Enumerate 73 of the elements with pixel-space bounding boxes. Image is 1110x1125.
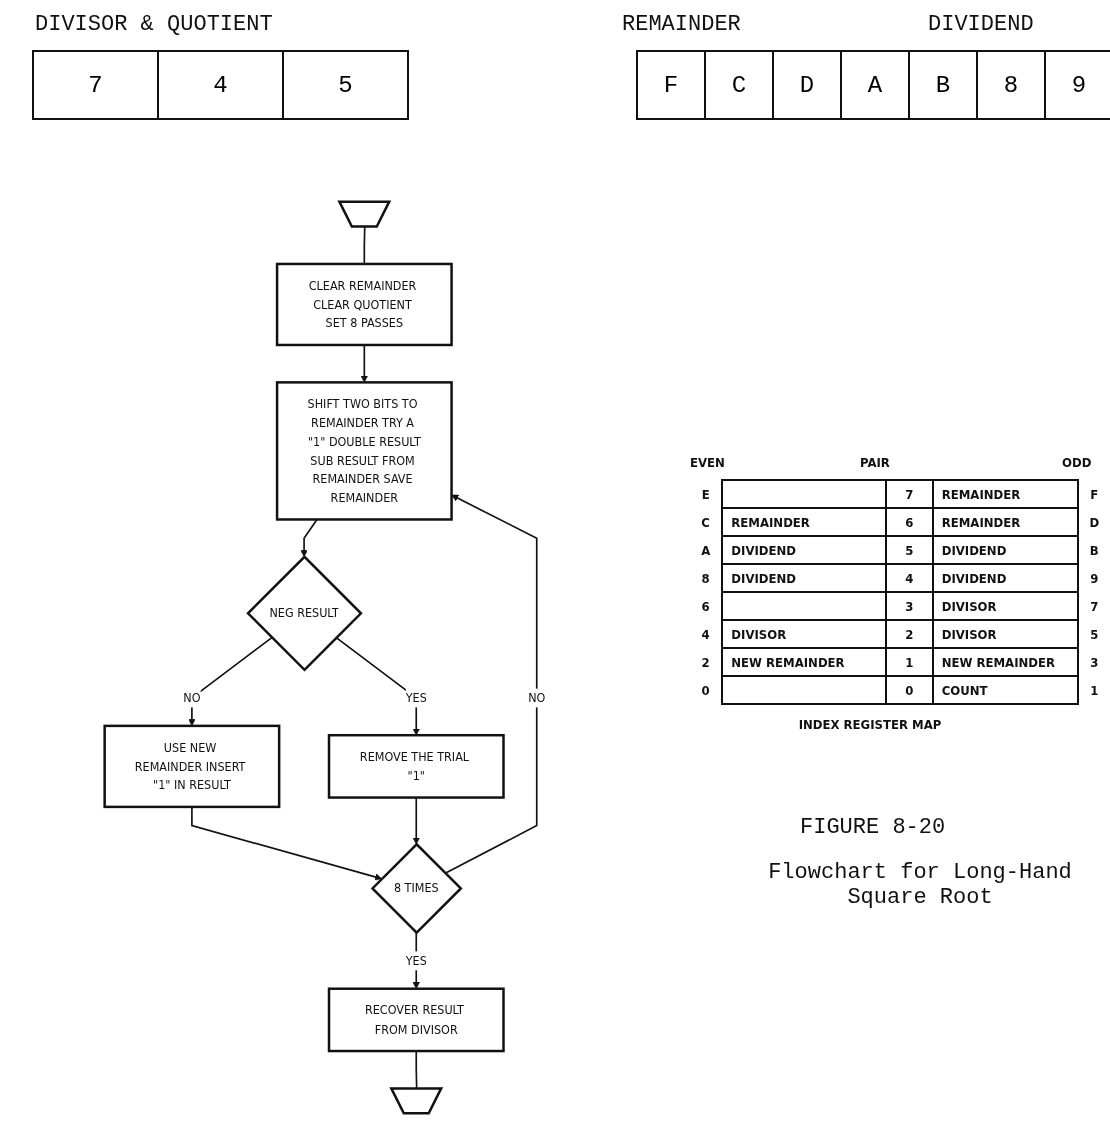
table-cell: REMAINDER [722, 508, 886, 536]
table-cell: DIVIDEND [932, 536, 1078, 564]
edge-label: NO [183, 690, 201, 706]
node-diamond: 8 TIMES [370, 842, 463, 935]
arrow [360, 344, 368, 383]
table-cell: DIVISOR [722, 620, 886, 648]
register-cell: B [910, 52, 978, 118]
table-cell: COUNT [932, 676, 1078, 704]
table-cell: 3 [1077, 648, 1110, 676]
node-box: USE NEW REMAINDER INSERT "1" IN RESULT [103, 724, 281, 809]
table-cell: 2 [690, 648, 723, 676]
arrow [444, 494, 538, 875]
table-cell: 3 [886, 592, 933, 620]
register-cell: 7 [34, 52, 159, 118]
table-cell: 2 [886, 620, 933, 648]
table-cell: NEW REMAINDER [932, 648, 1078, 676]
edge-label: YES [405, 952, 427, 968]
table-cell: DIVISOR [932, 620, 1078, 648]
node-box: SHIFT TWO BITS TO REMAINDER TRY A "1" DOUBLE RESULT SUB RESULT FROM REMAINDER SAVE REMAINDER [275, 381, 453, 521]
table-cell: 9 [1077, 564, 1110, 592]
table-cell: 6 [886, 508, 933, 536]
table-cell: 4 [886, 564, 933, 592]
table-cell: NEW REMAINDER [722, 648, 886, 676]
table-cell: D [1077, 508, 1110, 536]
register-cell: F [638, 52, 706, 118]
table-cell: F [1077, 480, 1110, 508]
table-cell: DIVIDEND [722, 536, 886, 564]
table-cell: C [690, 508, 723, 536]
table-cell: A [690, 536, 723, 564]
table-cell: 1 [886, 648, 933, 676]
table-cell: 4 [690, 620, 723, 648]
table-cell: 5 [886, 536, 933, 564]
column-heading: EVEN [690, 455, 725, 470]
table-cell: DIVISOR [932, 592, 1078, 620]
table-cell: 8 [690, 564, 723, 592]
register-cell-text: 5 [337, 70, 354, 101]
arrow [191, 806, 383, 881]
register-cell: C [706, 52, 774, 118]
node-box: REMOVE THE TRIAL "1" [327, 733, 505, 799]
register-heading: REMAINDER [622, 12, 741, 37]
table-cell: 7 [886, 480, 933, 508]
register-cell: D [774, 52, 842, 118]
table-cell: B [1077, 536, 1110, 564]
table-cell: E [690, 480, 723, 508]
column-heading: PAIR [860, 455, 890, 470]
register-cell: A [842, 52, 910, 118]
column-heading: ODD [1062, 455, 1092, 470]
register-cell: 4 [159, 52, 284, 118]
edge-label: NO [528, 690, 546, 706]
node-diamond: NEG RESULT [246, 555, 363, 672]
table-cell: DIVIDEND [932, 564, 1078, 592]
node-pentagon [337, 200, 392, 228]
register-heading: DIVISOR & QUOTIENT [35, 12, 273, 37]
table-cell: DIVIDEND [722, 564, 886, 592]
register-cell-text: 9 [1070, 70, 1088, 101]
table-cell: 0 [886, 676, 933, 704]
table-cell: 5 [1077, 620, 1110, 648]
edge-label: YES [405, 690, 427, 706]
node-box: CLEAR REMAINDER CLEAR QUOTIENT SET 8 PASSES [275, 262, 453, 347]
register-cell: 8 [978, 52, 1046, 118]
arrow [335, 636, 420, 736]
table-cell: REMAINDER [932, 480, 1078, 508]
node-pentagon [389, 1087, 444, 1115]
register-heading: DIVIDEND [928, 12, 1034, 37]
table-cell: REMAINDER [932, 508, 1078, 536]
table-cell: 6 [690, 592, 723, 620]
table-cell: 0 [690, 676, 723, 704]
node-box: RECOVER RESULT FROM DIVISOR [327, 987, 505, 1053]
table-cell: 7 [1077, 592, 1110, 620]
figure-number: FIGURE 8-20 [800, 815, 946, 840]
caption: Flowchart for Long-Hand Square Root [767, 860, 1073, 910]
table-cell: 1 [1077, 676, 1110, 704]
table-caption: INDEX REGISTER MAP [797, 717, 943, 732]
